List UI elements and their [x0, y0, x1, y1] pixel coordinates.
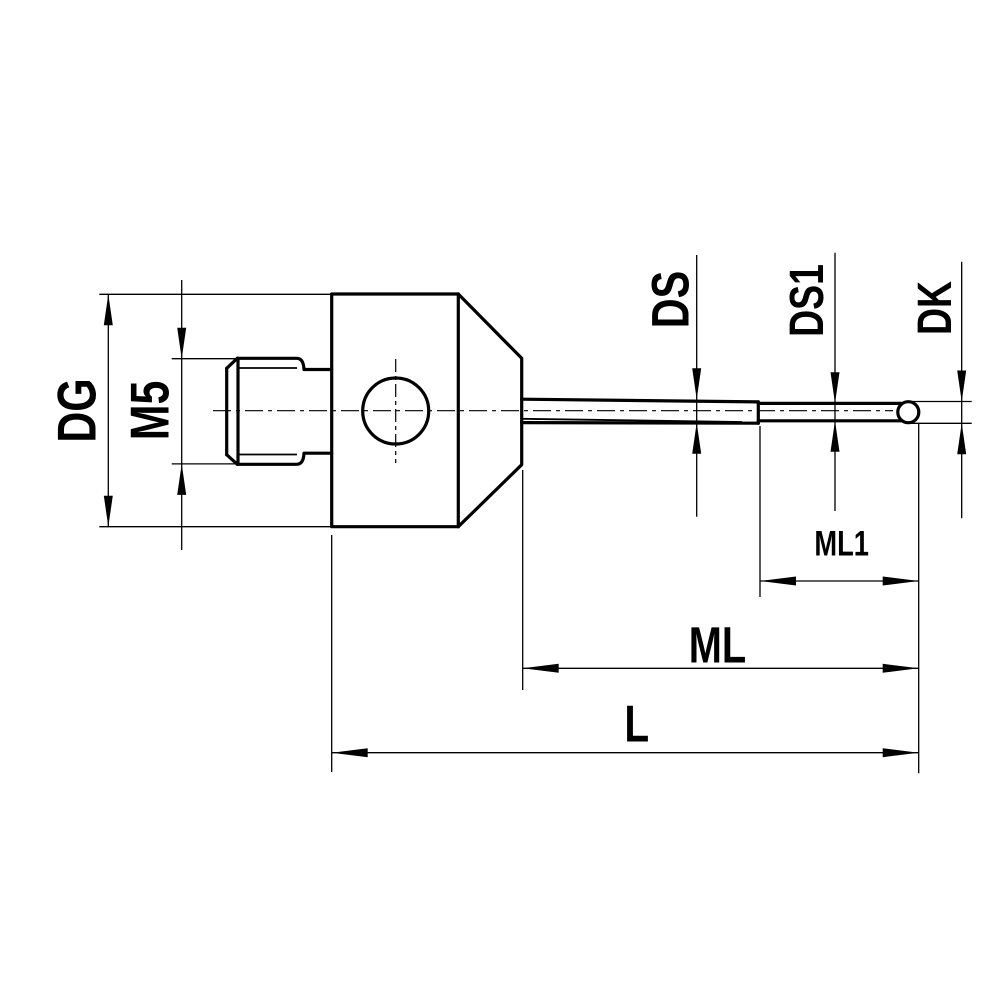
shaft-ds-taper-line [521, 417, 743, 423]
ds-arrow-top [692, 368, 702, 400]
dim-label-ml: ML [689, 617, 746, 674]
ds1-arrow-bottom [830, 420, 840, 452]
dg-arrow-top [103, 294, 113, 326]
threaded-stud [225, 356, 334, 466]
dg-arrow-bottom [103, 495, 113, 527]
dim-label-dg: DG [46, 378, 107, 442]
stud-chamfer-top [225, 356, 239, 370]
dim-label-ds: DS [641, 271, 700, 328]
body-hole [361, 376, 431, 446]
dimension-ml1: ML1 [759, 424, 920, 774]
dimension-ds: DS [641, 255, 702, 517]
body-rectangle [330, 292, 460, 529]
stud-outline-top [235, 356, 334, 372]
m5-arrow-bottom [177, 463, 187, 495]
ml-arrow-left [522, 663, 559, 673]
stud-outline-bottom [235, 451, 334, 466]
body-cone [456, 292, 524, 529]
dim-label-ml1: ML1 [814, 524, 869, 563]
shaft-ds1-and-ball [756, 400, 921, 425]
dimension-m5: M5 [119, 280, 237, 550]
l-arrow-left [331, 748, 368, 758]
ml1-arrow-left [760, 576, 796, 586]
dimension-dk: DK [905, 261, 972, 519]
dimension-l: L [331, 535, 919, 772]
dim-label-ds1: DS1 [781, 264, 835, 337]
m5-arrow-top [177, 327, 187, 359]
dim-label-m5: M5 [119, 381, 180, 441]
dk-arrow-top [957, 370, 967, 402]
dimension-ds1: DS1 [781, 252, 840, 511]
shaft-ds-top-edge [520, 397, 760, 404]
ml1-arrow-right [882, 576, 919, 586]
shaft-ds-bottom-edge [520, 421, 760, 425]
dim-label-l: L [624, 695, 649, 753]
dim-label-dk: DK [909, 281, 963, 335]
l-arrow-right [882, 748, 919, 758]
ds1-arrow-top [830, 372, 840, 404]
ds-arrow-bottom [692, 422, 702, 454]
probe-ball [896, 400, 921, 425]
dimension-ml: ML [522, 470, 919, 690]
stud-chamfer-bottom [225, 453, 239, 466]
shaft-ds [520, 397, 760, 425]
dimension-dg: DG [46, 293, 332, 528]
dk-arrow-bottom [957, 423, 967, 455]
ml-arrow-right [882, 663, 919, 673]
stylus-body [330, 292, 524, 529]
